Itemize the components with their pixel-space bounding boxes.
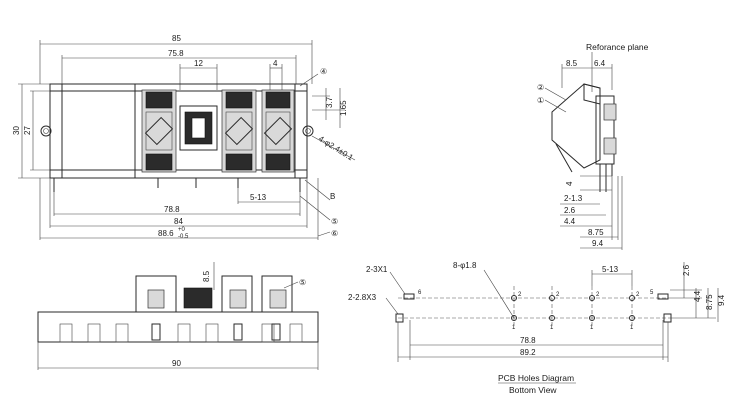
callout-6: ⑥: [331, 229, 338, 238]
pcb-pin-5: 5: [650, 290, 654, 296]
dim-center-width: 12: [194, 59, 203, 68]
side-dim-5: 2.6: [564, 206, 576, 215]
front-dim-height: 8.5: [202, 270, 211, 282]
front-dim-width: 90: [172, 359, 181, 368]
pcb-dim-pitch: 5-13: [602, 265, 619, 274]
dim-overall-tol: 88.6: [158, 229, 174, 238]
pcb-pin-1d: 1: [630, 325, 634, 331]
front-view: 8.5 ⑤ 90: [37, 262, 319, 370]
pcb-title: PCB Holes Diagram: [498, 373, 574, 383]
pcb-dim-v3: 8.75: [705, 294, 714, 310]
dim-pin-span: 78.8: [164, 205, 180, 214]
pcb-pin-note-a: 2-3X1: [366, 265, 388, 274]
pcb-pin-note-b: 2-2.8X3: [348, 293, 377, 302]
callout-4: ④: [320, 67, 327, 76]
pcb-dim-v1: 2.6: [682, 264, 691, 276]
dim-body-width: 84: [174, 217, 183, 226]
side-dim-6: 4.4: [564, 217, 576, 226]
top-view: 85 75.8 12 4 30 27: [12, 34, 355, 240]
dim-inner-width: 75.8: [168, 49, 184, 58]
side-view: Reforance plane 8.5 6.4 ② ① 4 2-1.3 2.6 …: [537, 42, 649, 250]
side-callout-2: ②: [537, 83, 544, 92]
pcb-dim-v2: 4.4: [693, 290, 702, 302]
front-callout-5: ⑤: [299, 278, 306, 287]
pcb-pin-2d: 2: [636, 292, 640, 298]
pcb-view: 2-3X1 2-2.8X3 8-φ1.8 6 5 2 2 2 2 1: [348, 261, 726, 395]
side-dim-4: 2-1.3: [564, 194, 583, 203]
dim-height-total: 30: [12, 126, 21, 135]
dim-height-inner: 27: [23, 126, 32, 135]
dim-pitch-width: 4: [273, 59, 278, 68]
pcb-pin-2c: 2: [596, 292, 600, 298]
pcb-subtitle: Bottom View: [509, 385, 557, 395]
pcb-pin-2b: 2: [556, 292, 560, 298]
side-dim-2: 6.4: [594, 59, 606, 68]
dim-pin-pitch: 5-13: [250, 193, 267, 202]
marker-b: B: [330, 192, 335, 201]
side-dim-8: 9.4: [592, 239, 604, 248]
dim-mount-hole: 4-φ2.4±0.1: [317, 134, 355, 163]
pcb-pin-1c: 1: [590, 325, 594, 331]
dim-overall-tol-sup: +0: [178, 227, 186, 233]
side-dim-3: 4: [565, 181, 574, 186]
callout-5: ⑤: [331, 217, 338, 226]
side-dim-7: 8.75: [588, 228, 604, 237]
pcb-pin-6: 6: [418, 290, 422, 296]
pcb-dim-v4: 9.4: [717, 294, 726, 306]
pcb-span-a: 78.8: [520, 336, 536, 345]
pcb-pin-1b: 1: [550, 325, 554, 331]
side-callout-1: ①: [537, 96, 544, 105]
dim-overall-tol-sub: -0.5: [178, 234, 189, 240]
dim-overall-width: 85: [172, 34, 181, 43]
pcb-holes-label: 8-φ1.8: [453, 261, 477, 270]
pcb-pin-1a: 1: [512, 325, 516, 331]
dim-offset-a: 3.7: [325, 96, 334, 108]
side-dim-1: 8.5: [566, 59, 578, 68]
pcb-span-b: 89.2: [520, 348, 536, 357]
side-view-title: Reforance plane: [586, 42, 649, 52]
dim-offset-b: 1.65: [339, 100, 348, 116]
pcb-pin-2a: 2: [518, 292, 522, 298]
